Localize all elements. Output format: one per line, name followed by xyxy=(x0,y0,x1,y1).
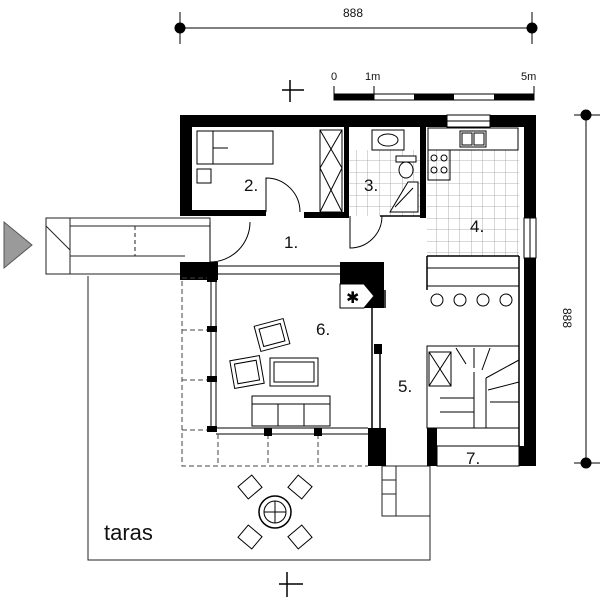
window-posts xyxy=(207,276,322,436)
sink-icon xyxy=(459,130,487,148)
staircase xyxy=(426,345,520,429)
shower-tray-icon xyxy=(389,181,419,213)
kitchen-tiles xyxy=(427,150,519,256)
room-label-7: 7. xyxy=(466,449,480,468)
room-label-1: 1. xyxy=(284,233,298,252)
scale-label-zero: 0 xyxy=(331,71,337,83)
terrace-outline xyxy=(87,276,431,561)
door-swing-bathroom xyxy=(349,215,383,249)
bed-icon xyxy=(196,130,274,165)
washbasin-icon xyxy=(371,129,405,151)
right-dimension-label: 888 xyxy=(560,308,574,328)
wardrobe-room2 xyxy=(319,129,343,213)
top-dimension xyxy=(174,12,538,44)
right-dimension xyxy=(574,109,600,469)
coffee-table-icon xyxy=(269,357,319,387)
scale-bar xyxy=(333,86,535,101)
door-swing-entrance xyxy=(209,221,251,263)
window-kitchen-right xyxy=(523,217,537,259)
storage-room7 xyxy=(436,445,520,467)
living-window-wall xyxy=(210,265,368,435)
sofa-icon xyxy=(251,395,331,427)
room-label-6: 6. xyxy=(316,320,330,339)
scale-label-one: 1m xyxy=(365,71,380,83)
window-kitchen-top xyxy=(446,114,491,128)
svg-text:✱: ✱ xyxy=(346,288,359,307)
fireplace-icon: ✱ xyxy=(339,283,375,309)
armchair-icon-2 xyxy=(229,355,265,389)
room-label-5: 5. xyxy=(398,377,412,396)
bar-counter xyxy=(426,267,520,287)
section-marker-bottom xyxy=(279,572,303,597)
room-label-3: 3. xyxy=(364,176,378,195)
room-label-2: 2. xyxy=(244,176,258,195)
armchair-icon xyxy=(253,317,291,353)
winter-garden-outline xyxy=(181,277,368,467)
scale-label-five: 5m xyxy=(521,71,536,83)
entrance-arrow-icon xyxy=(3,220,33,270)
door-swing-room2 xyxy=(265,177,301,213)
toilet-icon xyxy=(395,155,417,179)
room-label-4: 4. xyxy=(470,217,484,236)
kitchen-counter xyxy=(427,127,519,181)
nightstand-icon xyxy=(196,168,212,184)
terrace-table-icon xyxy=(258,495,292,529)
terrace-chair-icons xyxy=(237,474,313,550)
cooktop-icon xyxy=(430,154,448,174)
top-dimension-label: 888 xyxy=(343,6,363,20)
bar-stools xyxy=(430,293,513,307)
section-marker-top xyxy=(282,80,304,102)
terrace-label: taras xyxy=(104,520,153,545)
